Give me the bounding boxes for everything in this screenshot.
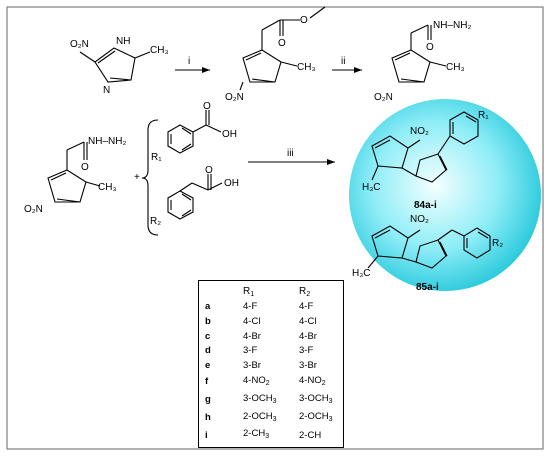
product-sphere: [349, 99, 541, 291]
row-key: g: [205, 394, 211, 406]
table-row: c 4-Br 4-Br: [205, 330, 340, 345]
o2n-label: O₂N: [225, 92, 244, 103]
row-r2: 3-F: [299, 345, 314, 357]
plus-sign: +: [134, 172, 140, 183]
no2-label: NO₂: [410, 126, 429, 137]
no2-label: NO₂: [410, 214, 429, 225]
step-ii-label: ii: [341, 56, 345, 67]
row-r1: 2-OCH3: [243, 410, 277, 423]
r1-label: R₁: [478, 110, 489, 121]
table-row: a 4-F 4-F: [205, 300, 340, 315]
phenylacetic-acid: O OH R₂: [150, 165, 239, 227]
header-r1: R1: [243, 286, 255, 298]
r2-label: R₂: [492, 238, 503, 249]
table-row: b 4-Cl 4-Cl: [205, 315, 340, 330]
starting-material-imidazole: O₂N NH CH₃ N: [70, 36, 169, 96]
carbonyl-o-label: O: [203, 101, 211, 112]
nh-nh2-label: NH–NH₂: [88, 136, 126, 147]
row-r1: 4-Cl: [243, 315, 261, 327]
ch3-label: CH₃: [446, 62, 465, 73]
h3c-label: H₃C: [362, 182, 381, 193]
ch3-label: CH₃: [150, 45, 169, 56]
hydrazide-intermediate: NH–NH₂ O CH₃ O₂N: [374, 20, 471, 103]
row-r2: 4-F: [299, 301, 314, 312]
step-i-label: i: [188, 56, 190, 67]
product-84-label: 84a-i: [414, 200, 437, 211]
carbonyl-o-label: O: [205, 165, 213, 176]
row-r2: 3-Br: [299, 360, 317, 372]
row-key: d: [205, 345, 211, 357]
substituent-table: R1 R2 a 4-F 4-F b 4-Cl 4-Cl c 4-Br 4-Br d 3-F 3-F e 3…: [198, 280, 344, 448]
carbonyl-o-label: O: [278, 38, 286, 49]
row-r2: 2-OCH3: [299, 410, 333, 423]
r1-label: R₁: [151, 152, 162, 163]
ch3-label: CH₃: [297, 62, 316, 73]
product-85-structure: NO₂ H₃C R₂ 85a-i: [352, 214, 503, 293]
row-r1: 3-Br: [243, 360, 261, 372]
row-key: c: [205, 330, 211, 342]
oh-label: OH: [224, 178, 239, 189]
row-r1: 3-OCH3: [243, 392, 277, 405]
hydrazide-reactant: NH–NH₂ O CH₃ O₂N: [24, 136, 126, 215]
o2n-label: O₂N: [70, 39, 89, 50]
n-label: N: [103, 85, 110, 96]
row-r1: 2-CH3: [243, 428, 270, 441]
table-row: d 3-F 3-F: [205, 344, 340, 359]
row-key: a: [205, 301, 211, 312]
row-r1: 4-Br: [243, 330, 261, 342]
outer-frame: [6, 6, 544, 450]
table-row: h 2-OCH3 2-OCH3: [205, 410, 340, 428]
ch3-label: CH₃: [98, 182, 117, 193]
row-r2: 4-Br: [299, 330, 317, 342]
row-key: e: [205, 360, 211, 372]
row-r1: 3-F: [243, 345, 258, 357]
row-r1: 4-NO2: [243, 374, 270, 387]
oh-label: OH: [222, 129, 237, 140]
ethyl-ester-intermediate: O O CH₃ O₂N: [225, 6, 326, 103]
row-key: b: [205, 315, 211, 327]
carbonyl-o-label: O: [81, 162, 89, 173]
product-85-label: 85a-i: [416, 282, 439, 293]
nh-label: NH: [116, 36, 130, 47]
table-row: i 2-CH3 2-CH: [205, 427, 340, 445]
ester-o-label: O: [300, 15, 308, 26]
o2n-label: O₂N: [24, 204, 43, 215]
step-iii-label: iii: [287, 148, 294, 159]
reactant-brace: [141, 119, 159, 236]
header-r2: R2: [299, 286, 311, 298]
table-row: e 3-Br 3-Br: [205, 359, 340, 374]
carbonyl-o-label: O: [426, 42, 434, 53]
row-key: h: [205, 412, 211, 424]
row-r2: 4-NO2: [299, 374, 326, 387]
row-r1: 4-F: [243, 301, 258, 312]
table-row: f 4-NO2 4-NO2: [205, 374, 340, 392]
row-r2: 2-CH: [299, 429, 322, 441]
benzoic-acid: O OH R₁: [151, 101, 237, 163]
table-row: g 3-OCH3 3-OCH3: [205, 392, 340, 410]
r2-label: R₂: [150, 216, 161, 227]
row-r2: 4-Cl: [299, 315, 317, 327]
row-key: f: [205, 376, 209, 388]
row-key: i: [205, 429, 208, 441]
o2n-label: O₂N: [374, 92, 393, 103]
nh-nh2-label: NH–NH₂: [433, 20, 471, 31]
row-r2: 3-OCH3: [299, 392, 333, 405]
product-84-structure: NO₂ H₃C R₁ 84a-i: [362, 110, 489, 211]
h3c-label: H₃C: [352, 268, 371, 279]
